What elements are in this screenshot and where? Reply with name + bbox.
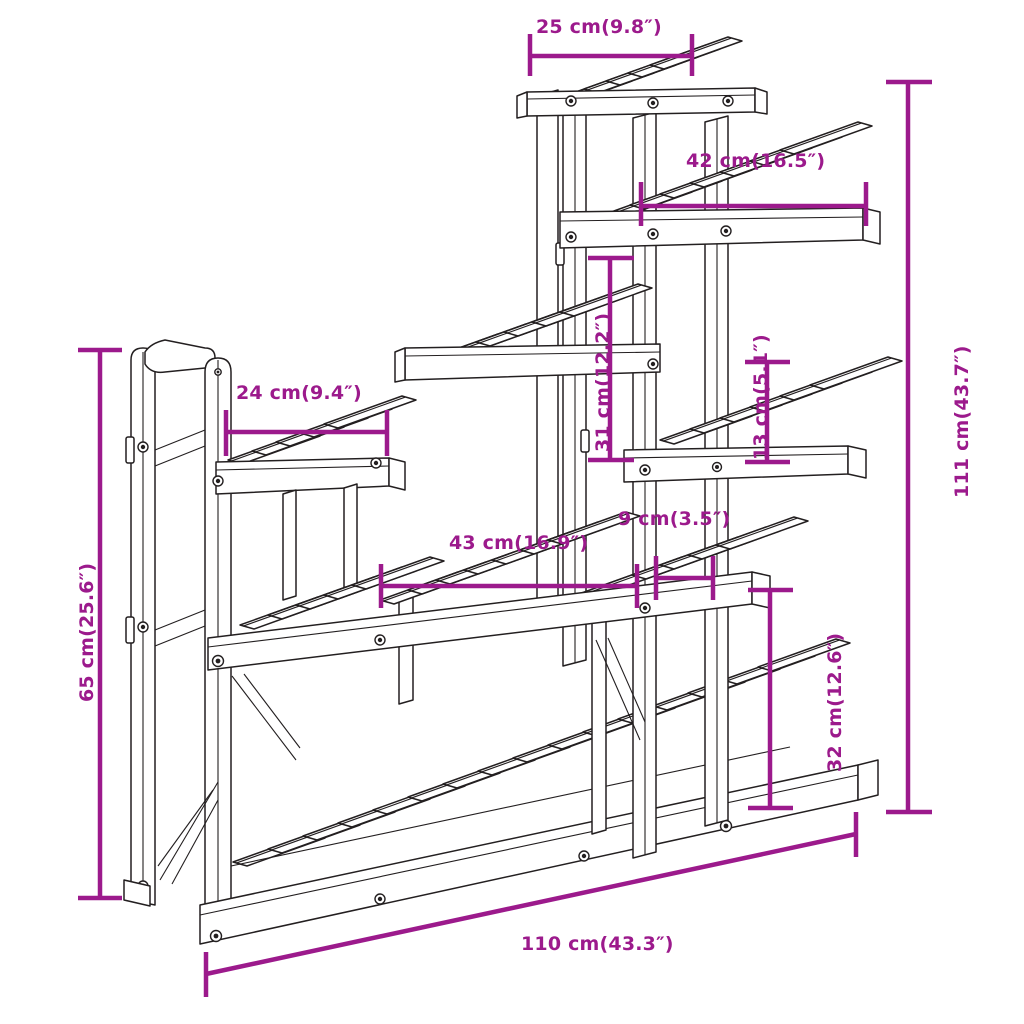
- screw: [647, 228, 659, 240]
- dimension-label-overall-height: 111 cm(43.7″): [951, 345, 973, 498]
- screw: [374, 893, 386, 905]
- dimension-lines: [78, 34, 932, 997]
- third-shelf-left: [394, 283, 661, 383]
- dimline-bottom-tier-height: [748, 587, 793, 811]
- screw: [722, 95, 734, 107]
- screw: [214, 368, 222, 376]
- dimline-upper-tier-gap: [588, 255, 634, 463]
- screw: [137, 441, 149, 453]
- screw: [212, 475, 224, 487]
- middle-shelf: [207, 511, 809, 761]
- dimline-left-tower-height: [78, 347, 122, 901]
- top-shelf: [516, 36, 768, 119]
- dimension-label-bottom-tier-height: 32 cm(12.6″): [824, 632, 846, 772]
- fourth-shelf-right: [623, 356, 903, 483]
- left-frame-assembly: [123, 339, 232, 933]
- screw: [209, 929, 223, 943]
- dimension-label-right-small-gap: 13 cm(5.1″): [750, 334, 772, 460]
- screw: [647, 97, 659, 109]
- screw: [647, 358, 659, 370]
- screw: [578, 850, 590, 862]
- dimension-label-upper-tier-gap: 31 cm(12.2″): [592, 312, 614, 452]
- dimension-label-left-tower-height: 65 cm(25.6″): [76, 562, 98, 702]
- dimension-label-left-shelf-width: 24 cm(9.4″): [236, 382, 362, 404]
- dimline-second-shelf-width: [638, 182, 869, 226]
- screw: [720, 225, 732, 237]
- dimension-label-middle-shelf-width: 43 cm(16.9″): [449, 532, 589, 554]
- left-small-shelf: [212, 395, 417, 601]
- screw: [370, 457, 382, 469]
- dimline-narrow-gap: [653, 556, 716, 600]
- dimline-overall-width: [203, 812, 859, 997]
- screw: [711, 461, 723, 473]
- screw: [639, 464, 651, 476]
- screw: [137, 621, 149, 633]
- second-shelf: [559, 121, 881, 249]
- dimension-label-top-shelf-width: 25 cm(9.8″): [536, 16, 662, 38]
- dimension-label-narrow-gap: 9 cm(3.5″): [618, 508, 731, 530]
- dimension-label-overall-width: 110 cm(43.3″): [521, 933, 674, 955]
- dimline-middle-shelf-width: [378, 564, 640, 608]
- screw: [565, 95, 577, 107]
- screw: [719, 819, 733, 833]
- screw: [565, 231, 577, 243]
- dimension-label-second-shelf-width: 42 cm(16.5″): [686, 150, 826, 172]
- dimline-left-shelf-width: [223, 410, 390, 456]
- dimline-top-shelf-width: [527, 34, 695, 76]
- dimline-overall-height: [886, 79, 932, 815]
- dimline-right-small-gap: [745, 359, 790, 465]
- screw: [639, 602, 651, 614]
- screw: [374, 634, 386, 646]
- bottom-shelf: [199, 638, 879, 945]
- screw: [211, 654, 225, 668]
